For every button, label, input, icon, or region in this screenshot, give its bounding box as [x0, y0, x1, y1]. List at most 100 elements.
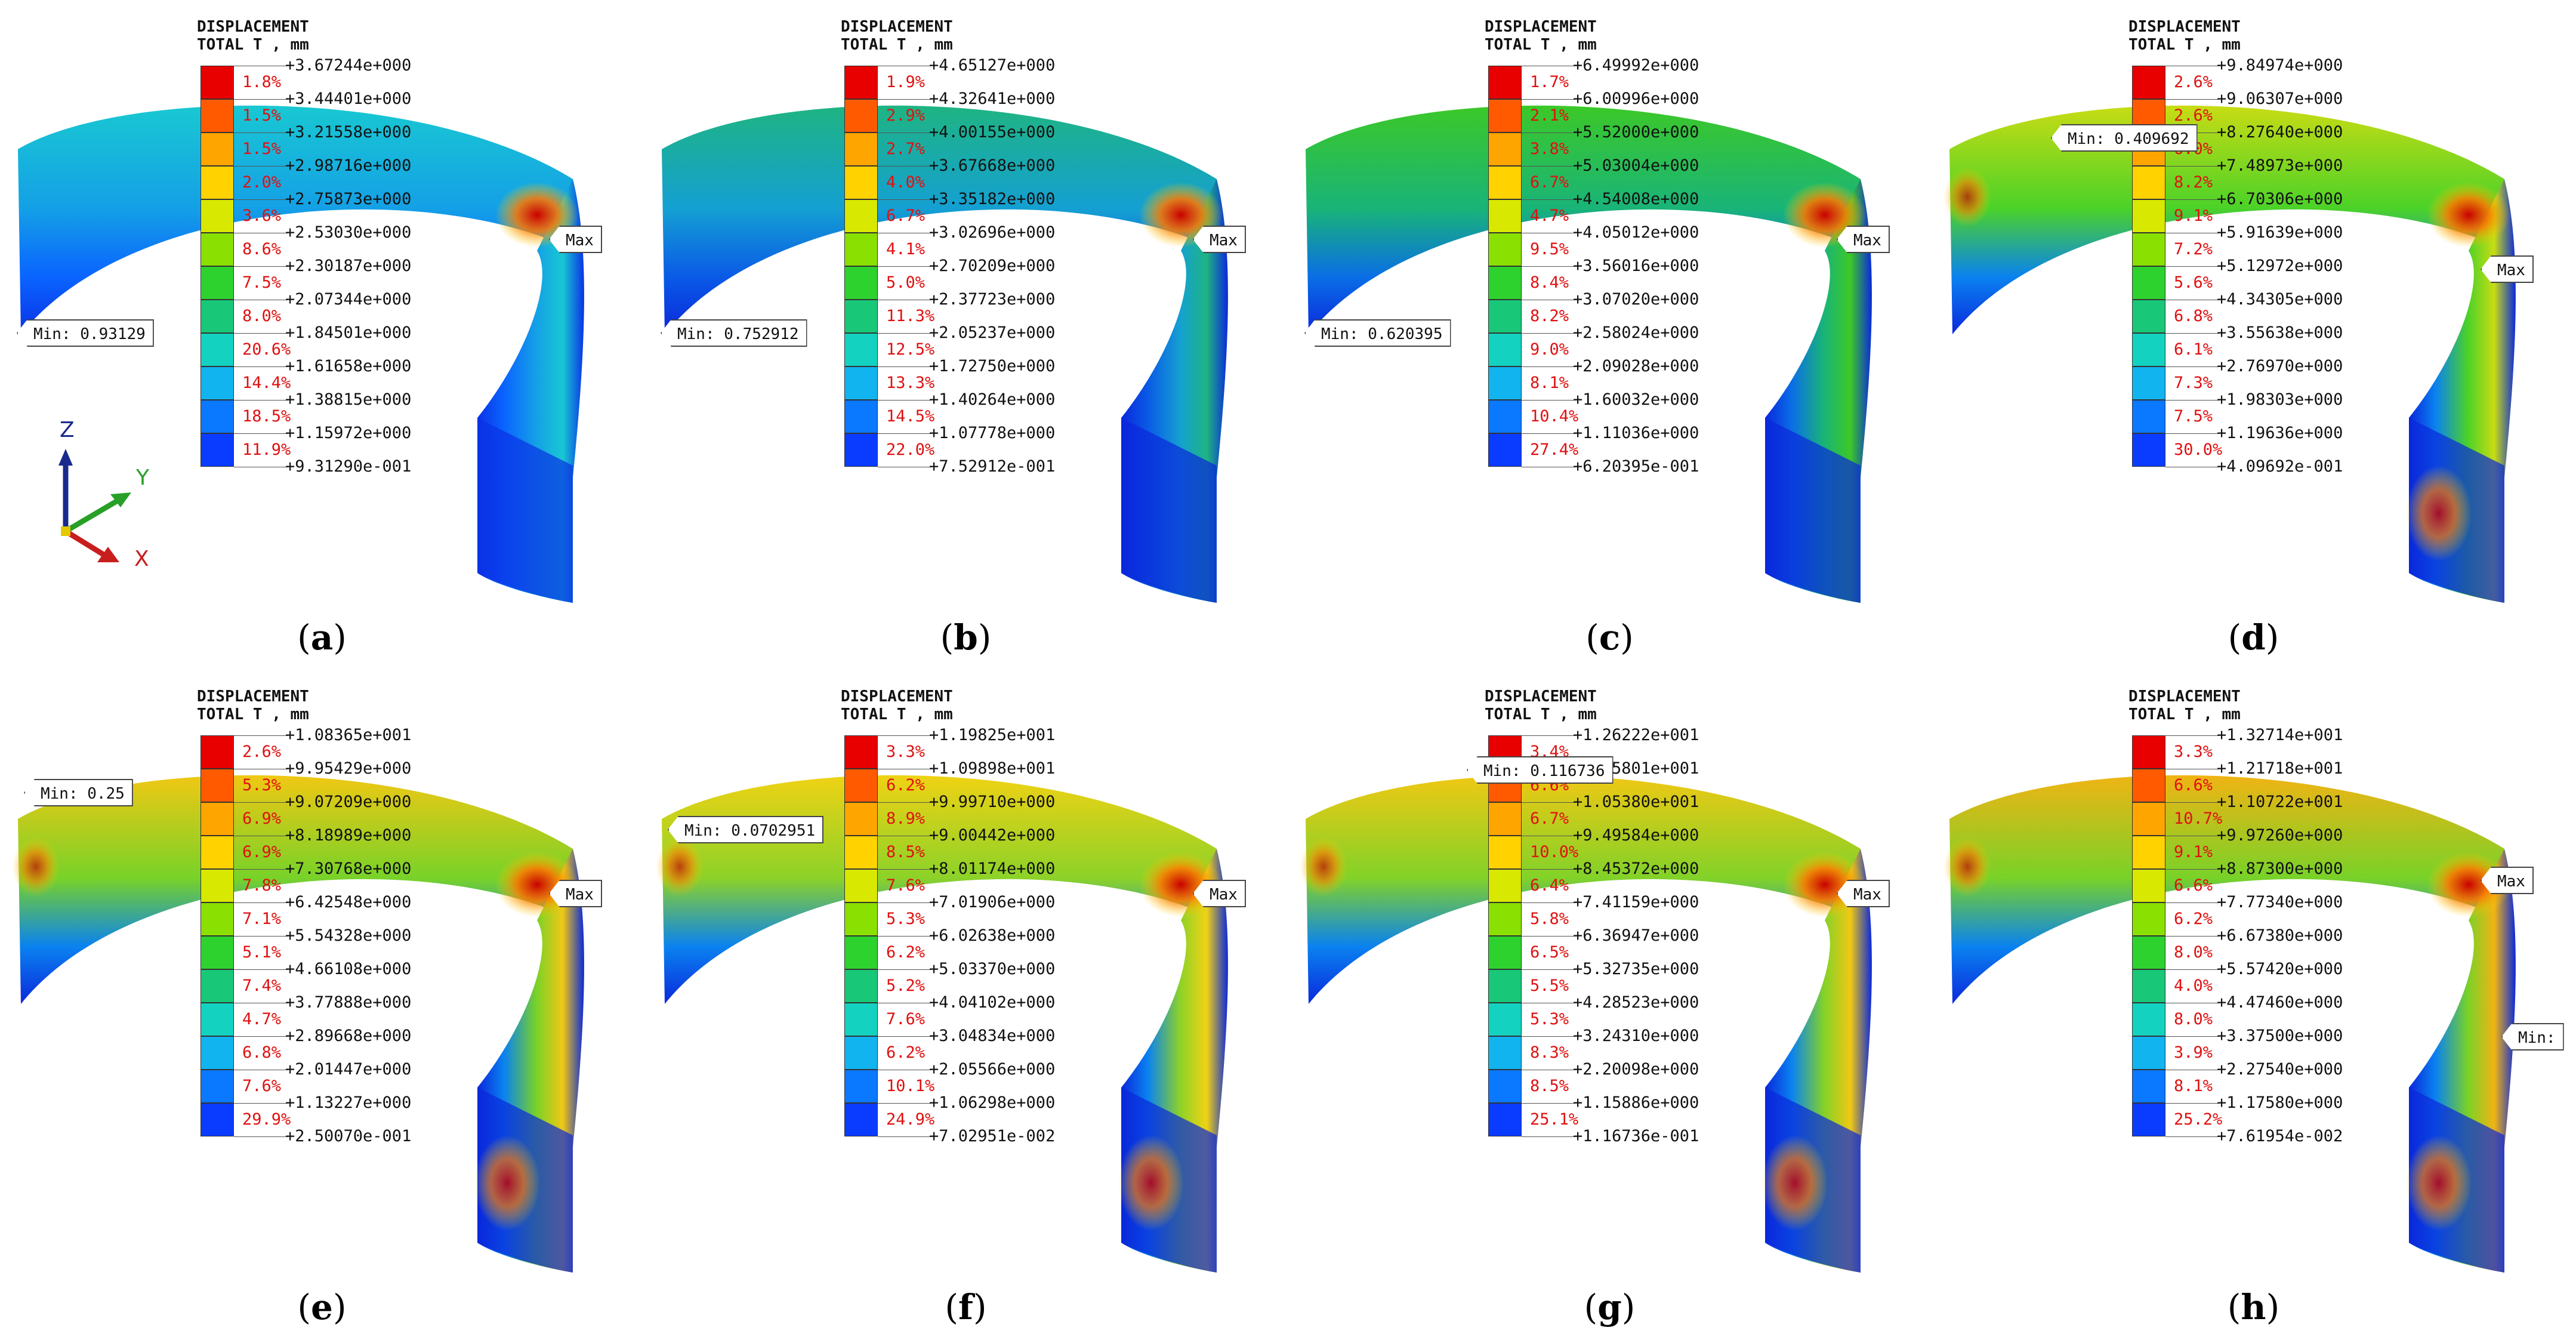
legend-value: +1.08365e+001 [285, 726, 412, 744]
legend-swatch [200, 902, 234, 936]
ring-back-band [18, 105, 576, 334]
legend-percent: 24.9% [886, 1110, 935, 1129]
legend-value: +9.00442e+000 [929, 826, 1056, 845]
legend-subtitle: TOTAL T , mm [841, 706, 953, 723]
legend-value: +9.07209e+000 [285, 793, 412, 811]
legend-percent: 4.7% [242, 1010, 282, 1028]
legend-swatch [1488, 66, 1522, 99]
legend-percent: 6.6% [2174, 876, 2213, 895]
ring-back-band [1949, 105, 2507, 334]
legend-percent: 1.9% [886, 73, 925, 91]
ring-contour-plot [1943, 775, 2516, 1273]
panel-caption-letter: e [311, 1287, 333, 1327]
legend-swatch [200, 1003, 234, 1036]
legend-percent: 6.1% [2174, 340, 2213, 359]
legend-percent: 8.6% [242, 240, 282, 258]
legend-title: DISPLACEMENT [841, 688, 953, 706]
legend-percent: 13.3% [886, 374, 935, 392]
legend-value: +2.75873e+000 [285, 190, 412, 208]
legend-swatch [2132, 836, 2165, 869]
legend-swatch [1488, 166, 1522, 199]
legend-value: +7.30768e+000 [285, 860, 412, 878]
legend-swatch [2132, 166, 2165, 199]
legend-swatch [200, 133, 234, 166]
legend-percent: 5.6% [2174, 273, 2213, 292]
legend-swatch [200, 769, 234, 802]
axis-z-label: Z [60, 418, 75, 442]
legend-percent: 1.5% [242, 140, 282, 158]
legend-percent: 25.2% [2174, 1110, 2223, 1129]
legend-percent: 25.1% [1530, 1110, 1579, 1129]
ring-contour-plot [656, 775, 1228, 1273]
legend-percent: 3.3% [886, 743, 925, 761]
legend-subtitle: TOTAL T , mm [1485, 36, 1597, 54]
lower-hotspot [2406, 466, 2472, 561]
legend-value: +8.27640e+000 [2217, 123, 2343, 141]
legend-percent: 9.1% [2174, 843, 2213, 861]
legend-percent: 7.2% [2174, 240, 2213, 258]
legend-percent: 8.0% [2174, 1010, 2213, 1028]
legend-percent: 5.1% [242, 943, 282, 962]
ring-back-band [1949, 775, 2507, 1004]
legend-value: +4.05012e+000 [1573, 223, 1699, 242]
ring-inner-wall [1765, 418, 1861, 603]
legend-value: +1.84501e+000 [285, 324, 412, 342]
legend-tick [878, 199, 931, 200]
ring-contour-plot [1300, 775, 1872, 1273]
legend-swatch [844, 802, 878, 836]
legend-percent: 6.7% [1530, 809, 1569, 828]
legend-body: 3.4%6.6%6.7%10.0%6.4%5.8%6.5%5.5%5.3%8.3… [1485, 727, 1819, 1146]
legend-tick [878, 400, 931, 401]
legend-value: +4.28523e+000 [1573, 993, 1699, 1012]
legend-swatch [844, 969, 878, 1003]
legend-swatch [200, 936, 234, 969]
legend-percent: 8.1% [2174, 1077, 2213, 1095]
legend-value: +6.00996e+000 [1573, 90, 1699, 108]
legend-swatch [1488, 266, 1522, 300]
ring-inner-wall [477, 418, 573, 603]
legend-swatch [844, 1036, 878, 1070]
legend-tick [878, 936, 931, 937]
legend-value: +2.98716e+000 [285, 156, 412, 175]
legend-value: +4.00155e+000 [929, 123, 1056, 141]
legend-tick [1522, 735, 1575, 736]
legend-swatch [200, 836, 234, 869]
legend-tick [2165, 1136, 2219, 1137]
legend-percent: 9.1% [2174, 207, 2213, 225]
legend-value: +6.67380e+000 [2217, 926, 2343, 945]
legend-swatch [1488, 300, 1522, 333]
legend-swatch [200, 199, 234, 233]
panel-caption: (f) [945, 1287, 987, 1327]
legend-percent: 7.4% [242, 976, 282, 995]
legend-tick [1522, 366, 1575, 367]
legend-swatch [2132, 735, 2165, 769]
legend-swatch [1488, 936, 1522, 969]
legend-value: +9.97260e+000 [2217, 826, 2343, 845]
legend-swatch [1488, 802, 1522, 836]
lower-hotspot [1118, 1135, 1184, 1231]
min-marker: Min: 0.620395 [1304, 319, 1451, 347]
legend-percent: 3.9% [2174, 1043, 2213, 1062]
legend-tick [1522, 1136, 1575, 1137]
legend-value: +5.03004e+000 [1573, 156, 1699, 175]
legend-swatch [200, 802, 234, 836]
legend-tick [234, 199, 288, 200]
legend-value: +1.26222e+001 [1573, 726, 1699, 744]
legend-percent: 6.2% [886, 943, 925, 962]
legend-value: +1.09898e+001 [929, 759, 1056, 778]
legend-percent: 10.7% [2174, 809, 2223, 828]
legend-percent: 8.1% [1530, 374, 1569, 392]
ring-back-band [1306, 775, 1864, 1004]
legend-value: +3.02696e+000 [929, 223, 1056, 242]
legend-percent: 5.3% [886, 910, 925, 928]
legend-percent: 6.2% [2174, 910, 2213, 928]
legend-swatch [1488, 366, 1522, 400]
legend-tick [234, 802, 288, 803]
legend-value: +2.89668e+000 [285, 1027, 412, 1045]
legend-value: +2.09028e+000 [1573, 357, 1699, 375]
